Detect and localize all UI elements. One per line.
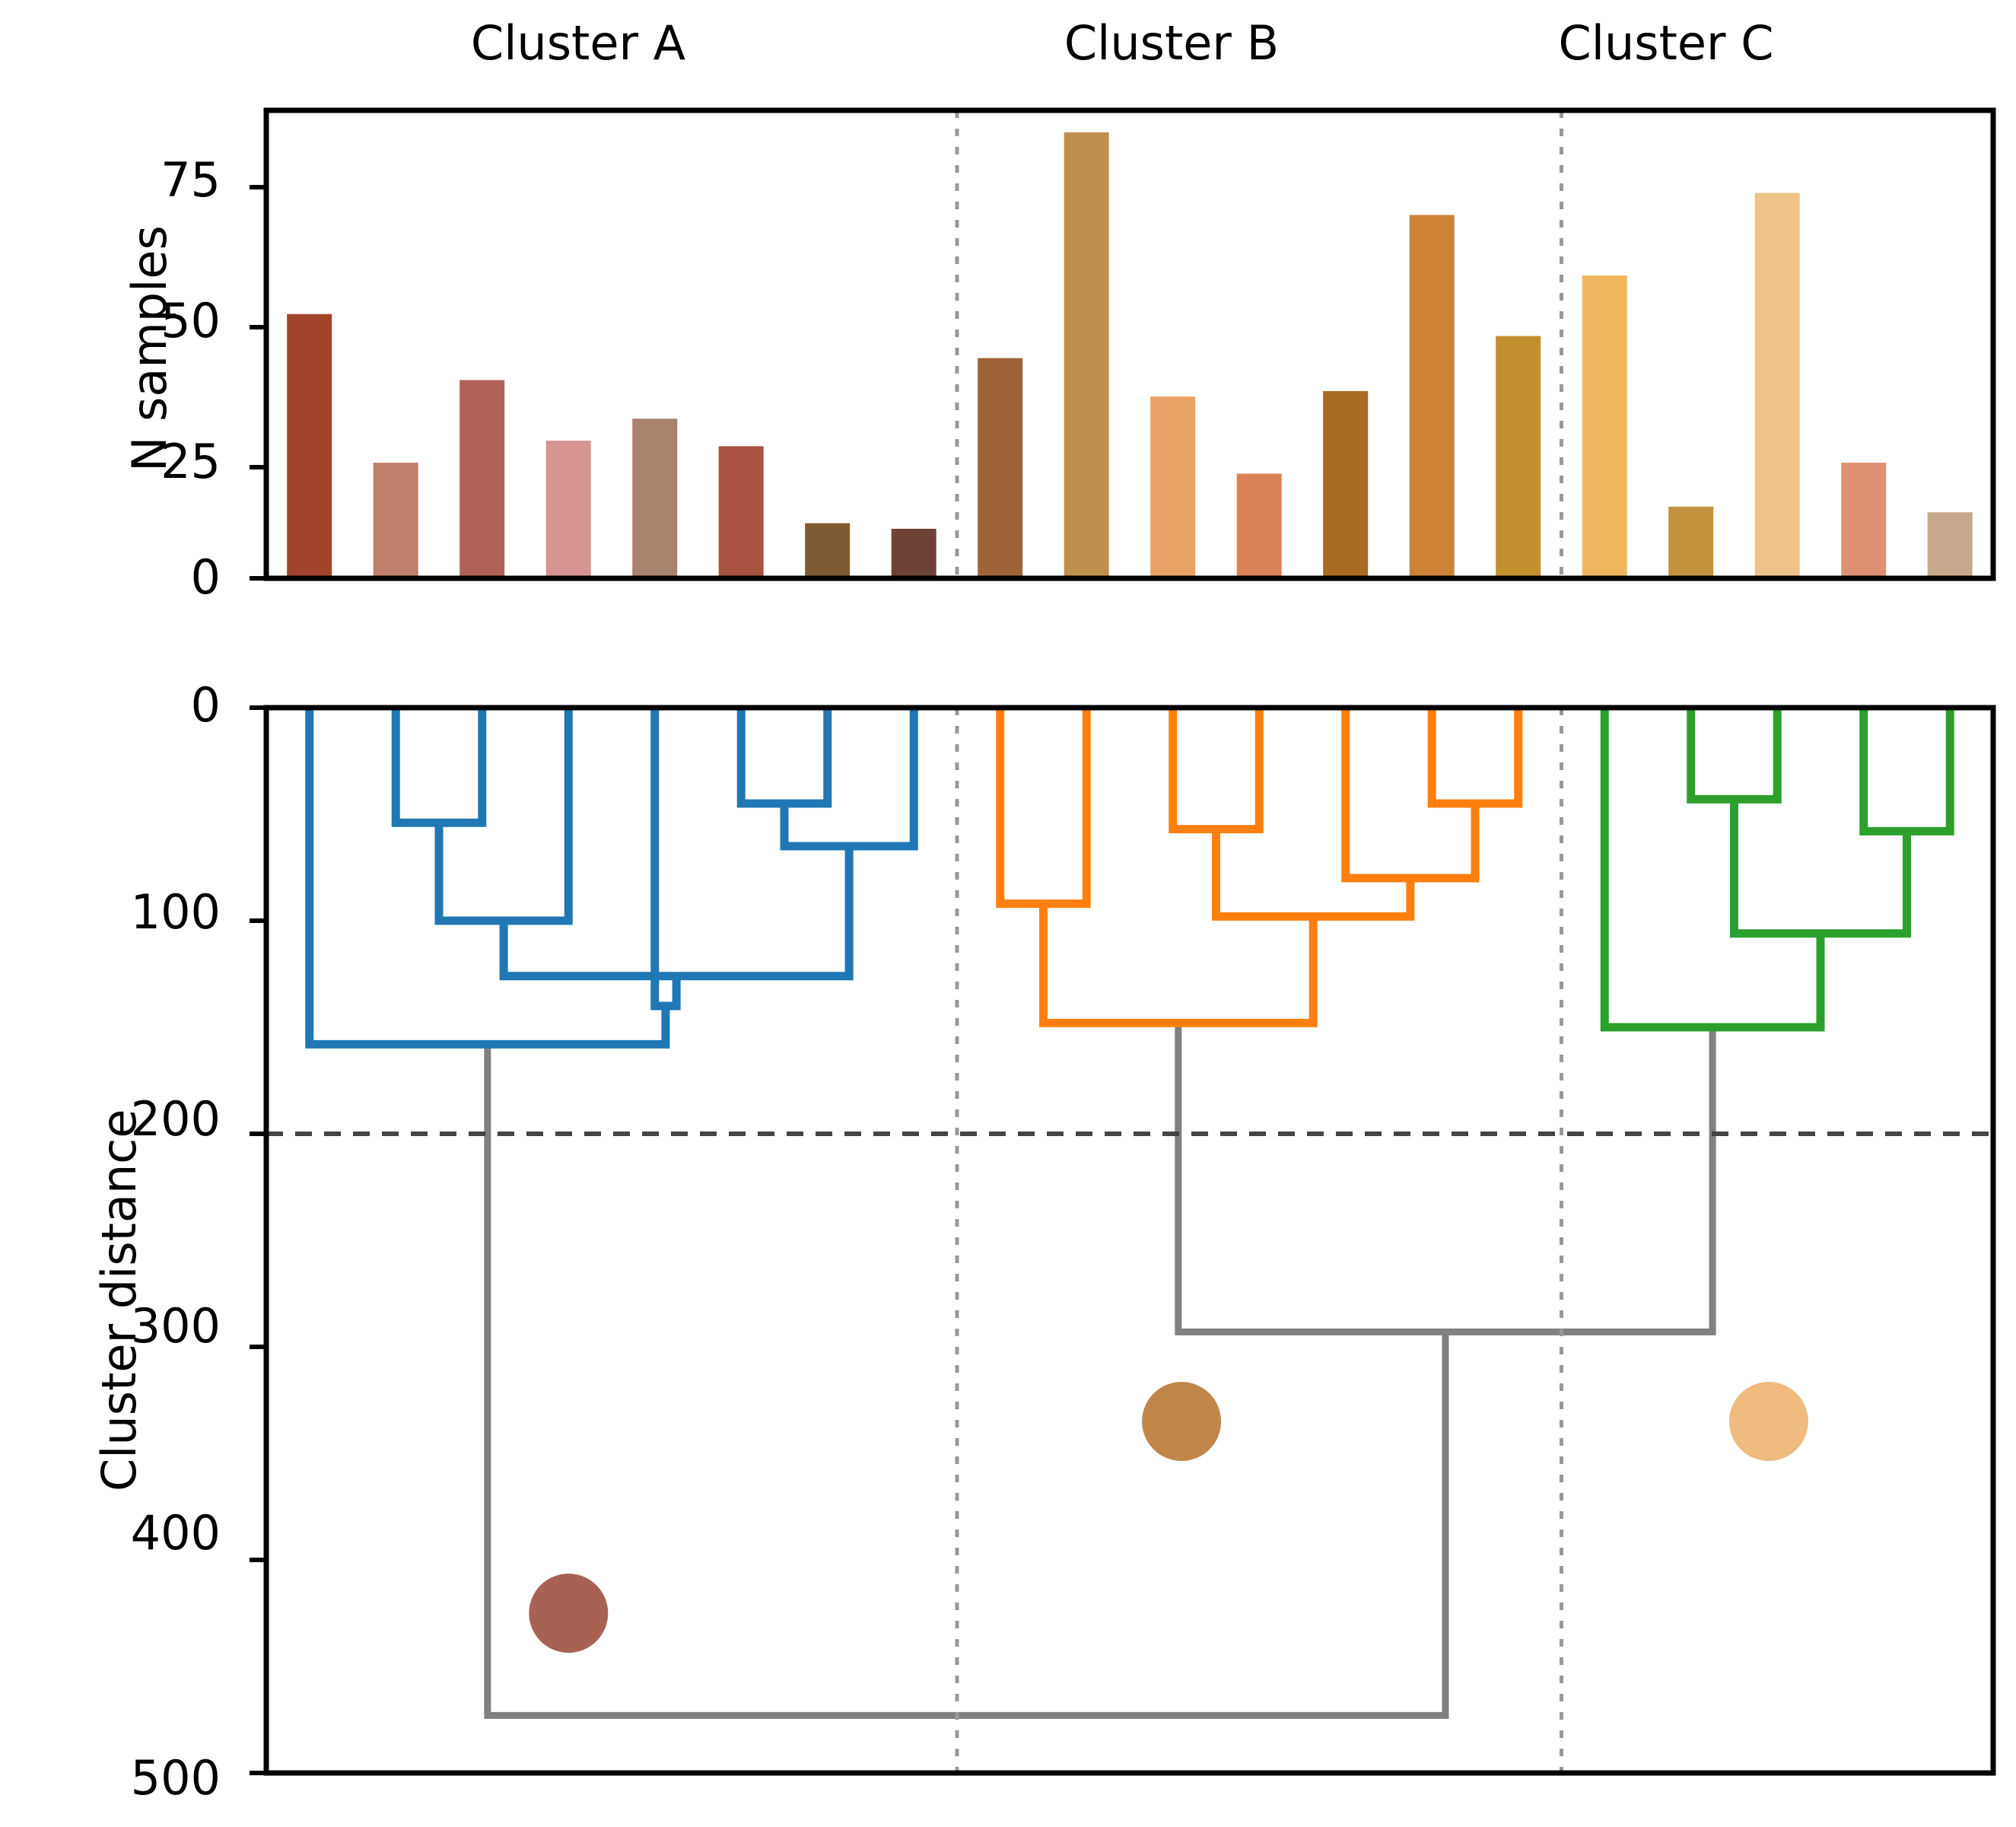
- bottom-ytick-300: 300: [130, 1298, 221, 1354]
- bottom-cluster-separators: [955, 708, 1563, 1773]
- bottom-ytick-200: 200: [130, 1091, 221, 1147]
- bar-B4: [1236, 473, 1282, 578]
- cluster-label-c: Cluster C: [1558, 15, 1774, 71]
- dendrogram-link: [1730, 799, 1911, 938]
- bar-C3: [1754, 193, 1800, 578]
- bar-C4: [1841, 463, 1887, 578]
- dendrogram-link: [1169, 708, 1264, 834]
- top-ytick-25: 25: [161, 434, 221, 489]
- top-yticks: [250, 185, 266, 581]
- top-ytick-0: 0: [190, 549, 221, 605]
- bar-C5: [1927, 512, 1973, 578]
- dendrogram-link: [650, 708, 681, 1011]
- bar-A2: [373, 463, 418, 578]
- bar-B1: [978, 358, 1023, 578]
- top-ytick-50: 50: [161, 293, 221, 349]
- dendrogram-link: [499, 846, 854, 981]
- bottom-axes-frame: [263, 705, 1996, 1776]
- bottom-ytick-0: 0: [190, 677, 221, 733]
- dendrogram-link: [1341, 708, 1480, 883]
- dendrogram-link: [736, 708, 832, 808]
- bottom-ytick-100: 100: [130, 884, 221, 940]
- top-axes-frame: [263, 107, 1996, 581]
- bar-B5: [1323, 391, 1369, 578]
- bar-B6: [1409, 215, 1455, 578]
- bar-C2: [1668, 506, 1714, 578]
- bar-A4: [545, 441, 591, 578]
- bar-C1: [1582, 275, 1627, 578]
- dendrogram-link: [305, 708, 670, 1049]
- dendrogram-cluster-a: [305, 708, 918, 1049]
- bar-B2: [1064, 132, 1109, 578]
- dendrogram-link: [434, 708, 573, 925]
- bar-A5: [632, 419, 678, 578]
- bottom-yticks: [250, 705, 266, 1775]
- cluster-label-a: Cluster A: [470, 15, 686, 71]
- bar-A6: [718, 446, 764, 578]
- annotation-circle-cluster-a: [529, 1574, 609, 1653]
- dendrogram-link: [1175, 1023, 1716, 1335]
- bar-A1: [287, 314, 332, 578]
- bar-series: [287, 132, 1973, 578]
- bottom-ytick-400: 400: [130, 1505, 221, 1561]
- dendrogram-link: [1859, 708, 1954, 836]
- top-ytick-75: 75: [161, 152, 221, 208]
- inter-cluster-links: [484, 1023, 1716, 1719]
- bar-A8: [891, 528, 936, 578]
- dendrogram-cluster-c: [1600, 708, 1954, 1032]
- dendrogram-link: [391, 708, 487, 827]
- annotation-circle-cluster-c: [1728, 1382, 1808, 1461]
- bottom-ytick-500: 500: [130, 1750, 221, 1806]
- dendrogram-link: [1600, 708, 1825, 1032]
- dendrogram-cluster-b: [996, 708, 1523, 1027]
- cluster-label-b: Cluster B: [1064, 15, 1280, 71]
- bottom-panel: [250, 705, 1996, 1776]
- dendrogram-link: [780, 708, 918, 851]
- dendrogram-link: [1427, 708, 1523, 808]
- dendrogram-link: [1039, 903, 1318, 1027]
- dendrogram-link: [1687, 708, 1782, 804]
- bar-A7: [805, 523, 851, 578]
- bar-B3: [1150, 396, 1196, 578]
- cluster-annotation-circles: [529, 1382, 1808, 1653]
- top-cluster-separators: [955, 110, 1563, 578]
- bar-A3: [459, 380, 505, 578]
- dendrogram-link: [484, 1044, 1449, 1719]
- dendrogram-link: [996, 708, 1091, 909]
- dendrogram-link: [1212, 829, 1415, 921]
- top-panel: [250, 107, 1996, 581]
- bar-B7: [1496, 336, 1541, 578]
- annotation-circle-cluster-b: [1142, 1382, 1222, 1461]
